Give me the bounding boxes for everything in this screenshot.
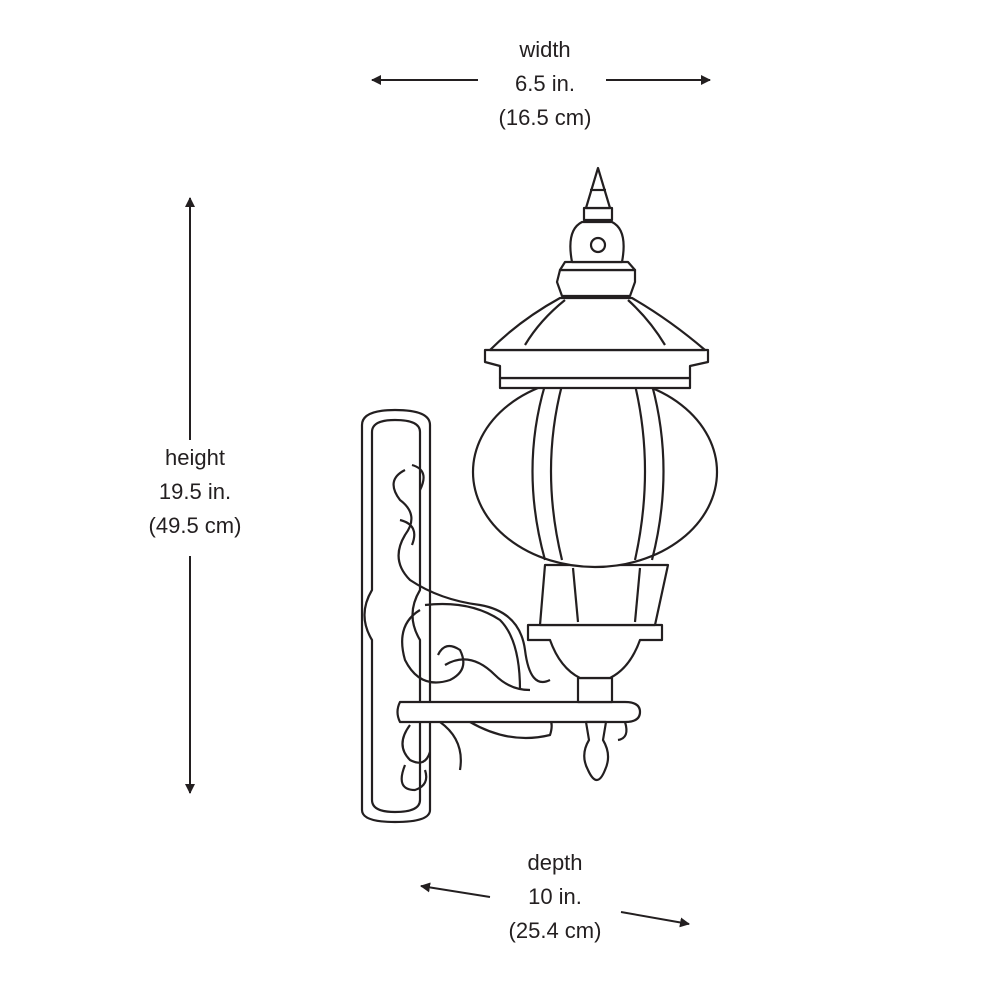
width-metric: (16.5 cm)	[498, 105, 592, 130]
depth-metric: (25.4 cm)	[508, 918, 602, 943]
depth-arrow-right	[620, 911, 690, 928]
height-title: height	[165, 445, 225, 470]
lamp-stem	[576, 676, 614, 704]
depth-label: depth 10 in. (25.4 cm)	[455, 846, 655, 948]
depth-arrow-left	[420, 882, 491, 898]
scroll-ornaments	[392, 463, 553, 792]
height-label: height 19.5 in. (49.5 cm)	[95, 441, 295, 543]
height-imperial: 19.5 in.	[158, 479, 232, 504]
drop-finial	[583, 720, 610, 782]
wall-backplate	[360, 408, 432, 824]
lamp-arm	[396, 700, 642, 724]
depth-imperial: 10 in.	[528, 884, 582, 909]
width-imperial: 6.5 in.	[515, 71, 575, 96]
lantern-globe	[471, 375, 719, 569]
lantern-bottom-cup	[526, 623, 664, 680]
lantern-lower-section	[538, 563, 670, 627]
top-finial	[569, 220, 625, 264]
depth-title: depth	[527, 850, 583, 875]
height-metric: (49.5 cm)	[148, 513, 242, 538]
lantern-cap	[555, 268, 637, 298]
width-title: width	[519, 37, 571, 62]
width-label: width 6.5 in. (16.5 cm)	[445, 33, 645, 135]
lantern-roof	[483, 348, 710, 380]
lantern-roof-dome	[488, 296, 707, 352]
